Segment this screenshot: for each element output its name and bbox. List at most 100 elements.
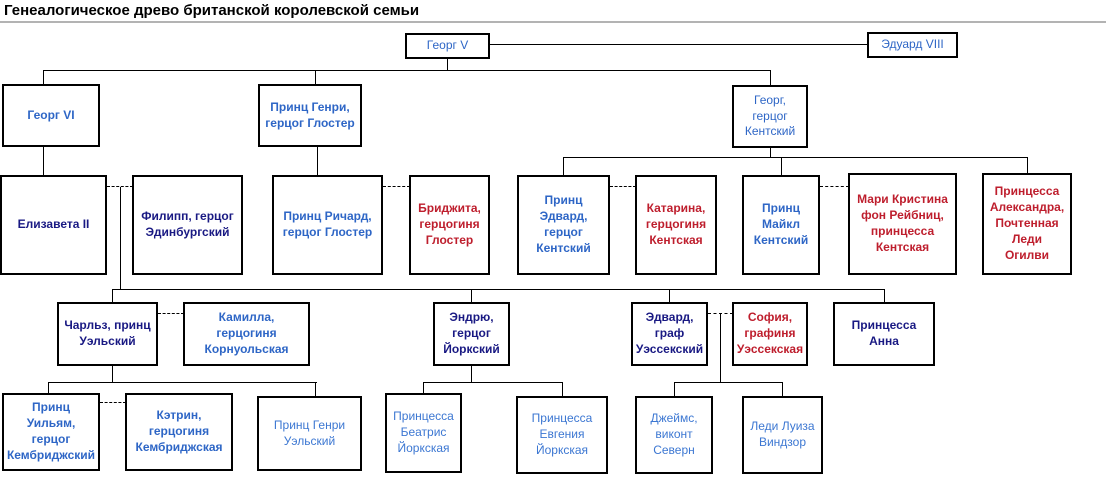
person-name-line: Георг V	[426, 38, 469, 53]
person-name-line: Мари Кристина	[857, 192, 948, 207]
person-name-line: Кентский	[536, 240, 591, 255]
lineage-connector	[423, 382, 562, 383]
lineage-connector	[423, 382, 424, 394]
person-name-line: Александра,	[989, 200, 1065, 215]
lineage-connector	[770, 147, 771, 158]
page-title: Генеалогическое древо британской королев…	[4, 2, 420, 19]
person-name-line: Огилви	[1004, 247, 1050, 262]
person-name-line: Уильям,	[26, 416, 76, 431]
lineage-connector	[884, 289, 885, 303]
person-name-line: Уэльский	[79, 334, 136, 348]
person-name-line: Принц Генри,	[270, 99, 350, 114]
person-name-line: Эдвард,	[539, 209, 588, 224]
marriage-connector	[610, 186, 636, 187]
person-box-georg-v: Георг V	[405, 33, 490, 59]
lineage-connector	[48, 382, 49, 394]
person-name-line: Принц Ричард,	[283, 209, 372, 224]
person-box-elizabeth-ii: Елизавета II	[0, 175, 107, 275]
lineage-connector	[43, 146, 44, 176]
person-name-line: Эдуард VIII	[881, 37, 944, 52]
person-name-line: Елизавета II	[17, 217, 90, 232]
lineage-connector	[112, 289, 113, 303]
person-name-line: Беатрис	[400, 425, 447, 440]
person-name-line: Леди Луиза	[750, 419, 815, 434]
person-name-line: София,	[747, 310, 793, 325]
marriage-connector	[383, 186, 410, 187]
person-name-line: Кэтрин,	[156, 408, 202, 423]
lineage-connector	[112, 365, 113, 383]
person-name-line: герцог Глостер	[265, 115, 355, 130]
person-name-line: Кембриджская	[135, 439, 223, 454]
person-name-line: Глостер	[425, 232, 474, 247]
lineage-connector	[112, 289, 884, 290]
lineage-connector	[674, 382, 782, 383]
person-name-line: Почтенная	[995, 216, 1059, 231]
person-name-line: Принцесса	[393, 409, 454, 424]
person-name-line: Уэссекский	[635, 341, 704, 356]
person-name-line: Бриджита,	[418, 201, 481, 216]
person-box-eduard-viii: Эдуард VIII	[867, 32, 958, 58]
lineage-connector	[48, 382, 317, 383]
person-name-line: Уэссекская	[736, 341, 804, 356]
person-name-line: Георг,	[754, 92, 786, 107]
person-name-line: Камилла,	[218, 310, 275, 325]
person-name-line: Кентский	[744, 124, 796, 139]
person-name-line: виконт	[655, 427, 693, 442]
person-name-line: Джеймс,	[650, 411, 698, 426]
person-name-line: герцогиня	[216, 326, 277, 341]
person-name-line: принцесса	[870, 224, 935, 238]
person-box-richard: Принц Ричард,герцог Глостер	[272, 175, 383, 275]
person-name-line: Принц	[32, 400, 70, 415]
person-box-henry-gloucester: Принц Генри,герцог Глостер	[258, 84, 362, 147]
person-name-line: Принц	[762, 201, 800, 216]
person-name-line: герцогиня	[645, 217, 707, 232]
person-name-line: Принцесса	[851, 318, 917, 333]
person-name-line: Принцесса	[994, 184, 1060, 199]
lineage-connector	[43, 70, 44, 85]
person-name-line: Леди	[1011, 231, 1043, 246]
person-name-line: герцог Глостер	[282, 225, 373, 239]
lineage-connector	[720, 313, 721, 383]
lineage-connector	[317, 146, 318, 176]
person-name-line: Эдинбургский	[145, 225, 230, 239]
person-name-line: Йоркская	[397, 440, 450, 455]
person-name-line: герцог	[752, 108, 788, 123]
person-name-line: граф	[654, 326, 685, 341]
person-name-line: Эдвард,	[645, 310, 694, 325]
person-name-line: Уэльский	[283, 433, 336, 448]
person-name-line: Северн	[653, 442, 695, 457]
lineage-connector	[563, 157, 1027, 158]
person-name-line: Принц	[544, 193, 583, 208]
person-name-line: Кентская	[875, 239, 930, 254]
marriage-connector	[107, 186, 133, 187]
lineage-connector	[669, 289, 670, 303]
lineage-connector	[471, 289, 472, 303]
lineage-connector	[471, 365, 472, 383]
lineage-connector	[447, 58, 448, 71]
person-name-line: фон Рейбниц,	[861, 208, 944, 223]
lineage-connector	[563, 157, 564, 176]
person-box-georg-vi: Георг VI	[2, 84, 100, 147]
person-name-line: Чарльз, принц	[64, 318, 151, 333]
person-name-line: Майкл	[762, 217, 800, 232]
person-name-line: Кентская	[649, 232, 703, 247]
person-name-line: Евгения	[539, 427, 585, 442]
